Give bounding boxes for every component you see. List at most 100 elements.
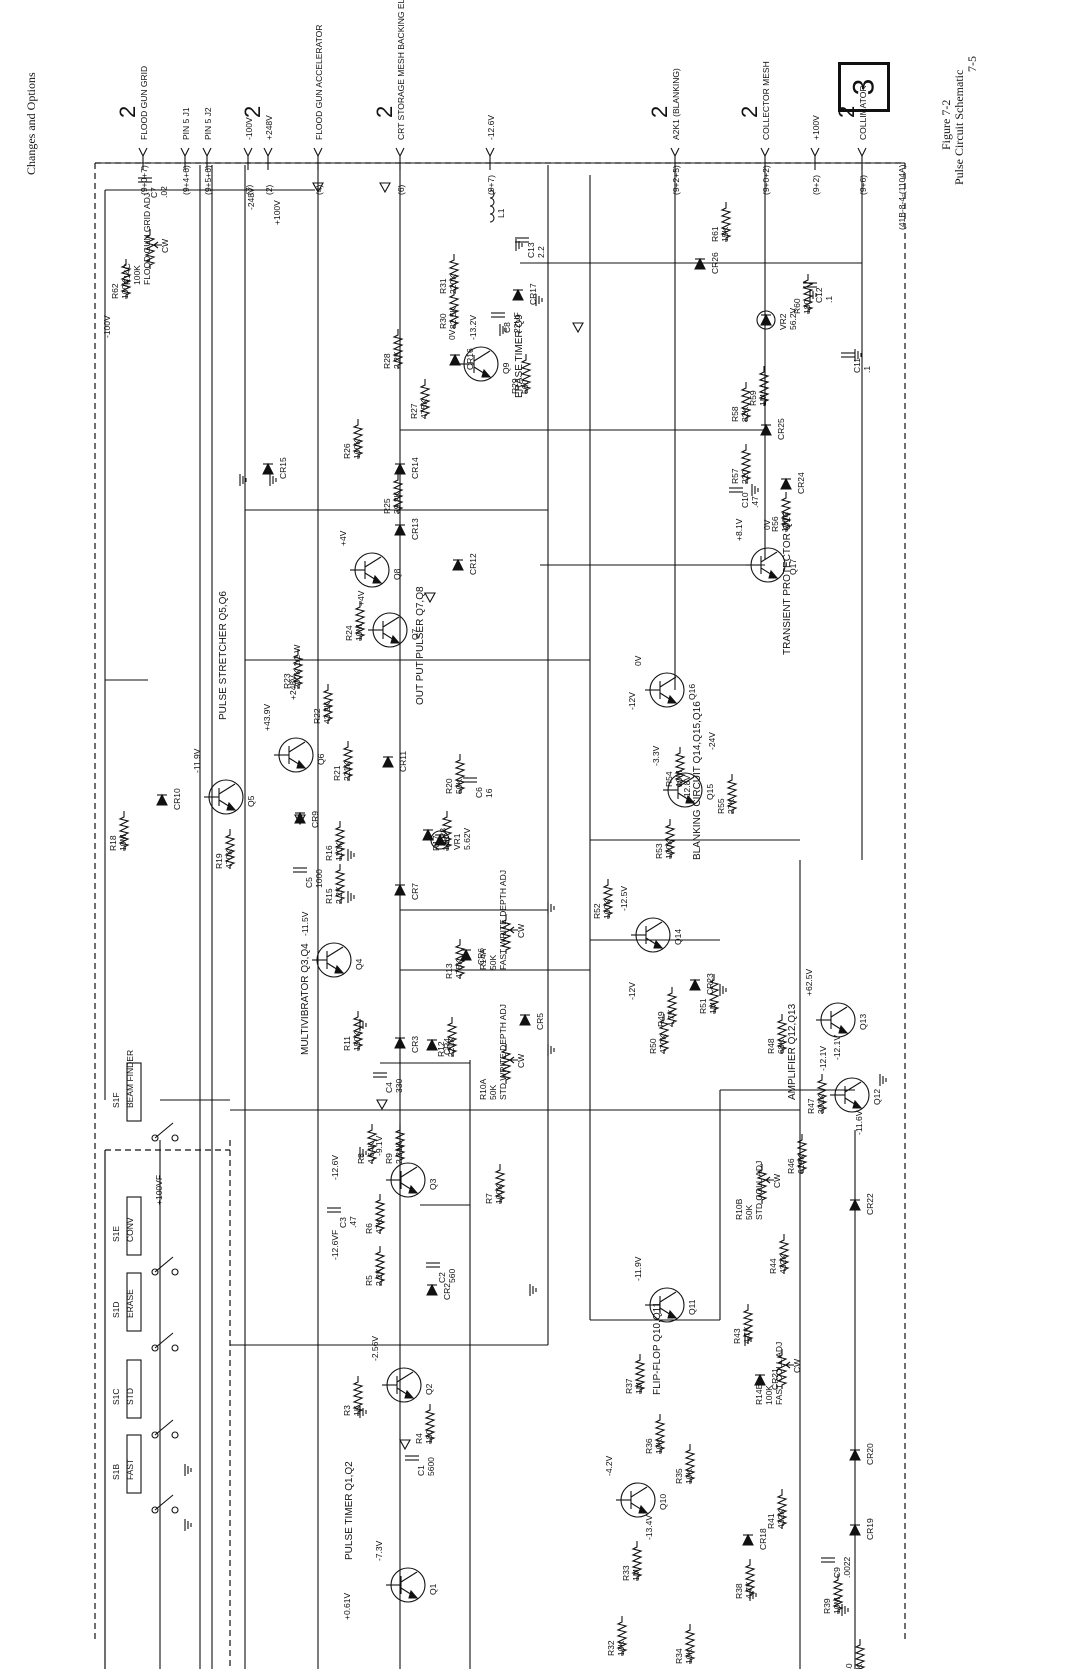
diode-ref: CR11	[398, 751, 408, 772]
wiper-arrow	[152, 241, 162, 249]
resistor-r3	[352, 1376, 364, 1416]
resistor-value: 100K	[120, 279, 130, 299]
capacitor-c3	[327, 1207, 341, 1213]
resistor-value: 50K	[454, 779, 464, 794]
switch-arm	[154, 1332, 174, 1349]
connector-pin: (9+6)	[858, 175, 868, 195]
resistor-ref: R58	[730, 406, 740, 422]
connector-label: A2K1 (BLANKING)	[671, 68, 681, 140]
transistor-voltage: 0V	[633, 655, 643, 666]
diode-ref: CR6	[476, 948, 486, 965]
cw-marker: CW	[160, 239, 170, 253]
resistor-r49	[666, 987, 678, 1027]
potentiometer-label: FLOOD GUN GRID ADJ	[142, 193, 152, 285]
supply-label: -12.8V	[682, 775, 692, 800]
supply-label: +0.61V	[342, 1592, 352, 1620]
resistor-r52	[602, 879, 614, 919]
capacitor-value: 560	[447, 1269, 457, 1283]
diode-cr20	[849, 1448, 861, 1461]
resistor-value: 560	[520, 380, 530, 394]
switch-contact	[171, 1431, 179, 1439]
capacitor-value: .0022	[842, 1556, 852, 1578]
supply-label: -248V	[246, 187, 256, 210]
resistor-value: 475K	[419, 399, 429, 419]
resistor-r20	[454, 754, 466, 794]
connector-label: COLLIMATOR	[858, 86, 868, 140]
potentiometer-label: STD COLL ADJ	[754, 1161, 764, 1220]
supply-label: -24V	[707, 732, 717, 750]
resistor-r9	[394, 1124, 406, 1164]
resistor-ref: R40	[844, 1663, 854, 1669]
connector-number: 2	[240, 106, 265, 118]
supply-label: -12.6V	[330, 1155, 340, 1180]
zener-value: 5.62V	[462, 827, 472, 850]
transistor-q8	[350, 552, 390, 588]
zener-diode	[760, 313, 772, 326]
transistor-q6	[274, 737, 314, 773]
switch-contact	[151, 1506, 159, 1514]
diode-cr12	[452, 558, 464, 571]
resistor-ref: R17	[431, 835, 441, 851]
resistor-value: 100K	[664, 839, 674, 859]
resistor-ref: R53	[654, 843, 664, 859]
diode-ref: CR19	[865, 1518, 875, 1540]
resistor-ref: R11	[342, 1036, 352, 1051]
transistor-ref: Q8	[392, 568, 402, 580]
resistor-ref: R4	[414, 1433, 424, 1444]
resistor-r50	[658, 1014, 670, 1054]
test-point-marker	[312, 182, 324, 194]
capacitor-ref: C10	[740, 492, 750, 508]
resistor-r35	[684, 1444, 696, 1484]
resistor-value: 470K	[224, 849, 234, 869]
diode-cr19	[849, 1523, 861, 1536]
potentiometer-ref: R14B	[754, 1383, 764, 1405]
switch-contact	[171, 1268, 179, 1276]
switch-label-box	[126, 1434, 142, 1494]
diode-ref: CR3	[410, 1036, 420, 1053]
transistor-voltage: -11.9V	[192, 748, 202, 773]
resistor-value: 150K	[352, 1031, 362, 1051]
transistor-voltage: -2.56V	[370, 1336, 380, 1361]
transistor-voltage: -4.2V	[604, 1455, 614, 1476]
switch-label: STD	[125, 1388, 135, 1405]
resistor-value: 180	[802, 300, 812, 314]
switch-ref: S1D	[111, 1301, 121, 1318]
connector-pin: (2)	[264, 184, 274, 195]
connector-arrow	[857, 147, 867, 158]
resistor-r46	[796, 1134, 808, 1174]
potentiometer-label: STD WRITE DEPTH ADJ	[498, 1004, 508, 1100]
resistor-r59	[758, 366, 770, 406]
capacitor-value: 330	[394, 1079, 404, 1093]
resistor-ref: R29	[510, 378, 520, 394]
wiper-arrow	[508, 926, 518, 934]
zener-vr2	[756, 310, 776, 330]
supply-label: +100V	[272, 200, 282, 225]
resistor-r58	[740, 382, 752, 422]
test-point-marker	[572, 322, 584, 334]
wiper-arrow	[784, 1361, 794, 1369]
resistor-value: 470K	[658, 1034, 668, 1054]
resistor-r21	[342, 741, 354, 781]
resistor-ref: R33	[621, 1565, 631, 1581]
resistor-r44	[778, 1234, 790, 1274]
supply-label: +248V	[288, 675, 298, 700]
capacitor-c11	[841, 352, 855, 358]
supply-label: -12V	[627, 692, 637, 710]
resistor-r16	[334, 821, 346, 861]
resistor-r48	[776, 1014, 788, 1054]
ground-symbol	[751, 484, 759, 496]
resistor-value: 27K	[726, 799, 736, 814]
capacitor-ref: C5	[304, 877, 314, 888]
connector-label: FLOOD GUN GRID	[139, 66, 149, 140]
resistor-value: 100K	[602, 899, 612, 919]
capacitor-ref: C6	[474, 787, 484, 798]
capacitor-ref: C13	[526, 242, 536, 258]
zener-ref: VR2	[778, 313, 788, 330]
resistor-value: 2.2K	[374, 1268, 384, 1286]
supply-label: -13.4V	[644, 1515, 654, 1540]
diode-cr26	[694, 257, 706, 270]
diode-cr2	[426, 1283, 438, 1296]
resistor-ref: R50	[648, 1038, 658, 1054]
ground-symbol	[854, 349, 862, 361]
